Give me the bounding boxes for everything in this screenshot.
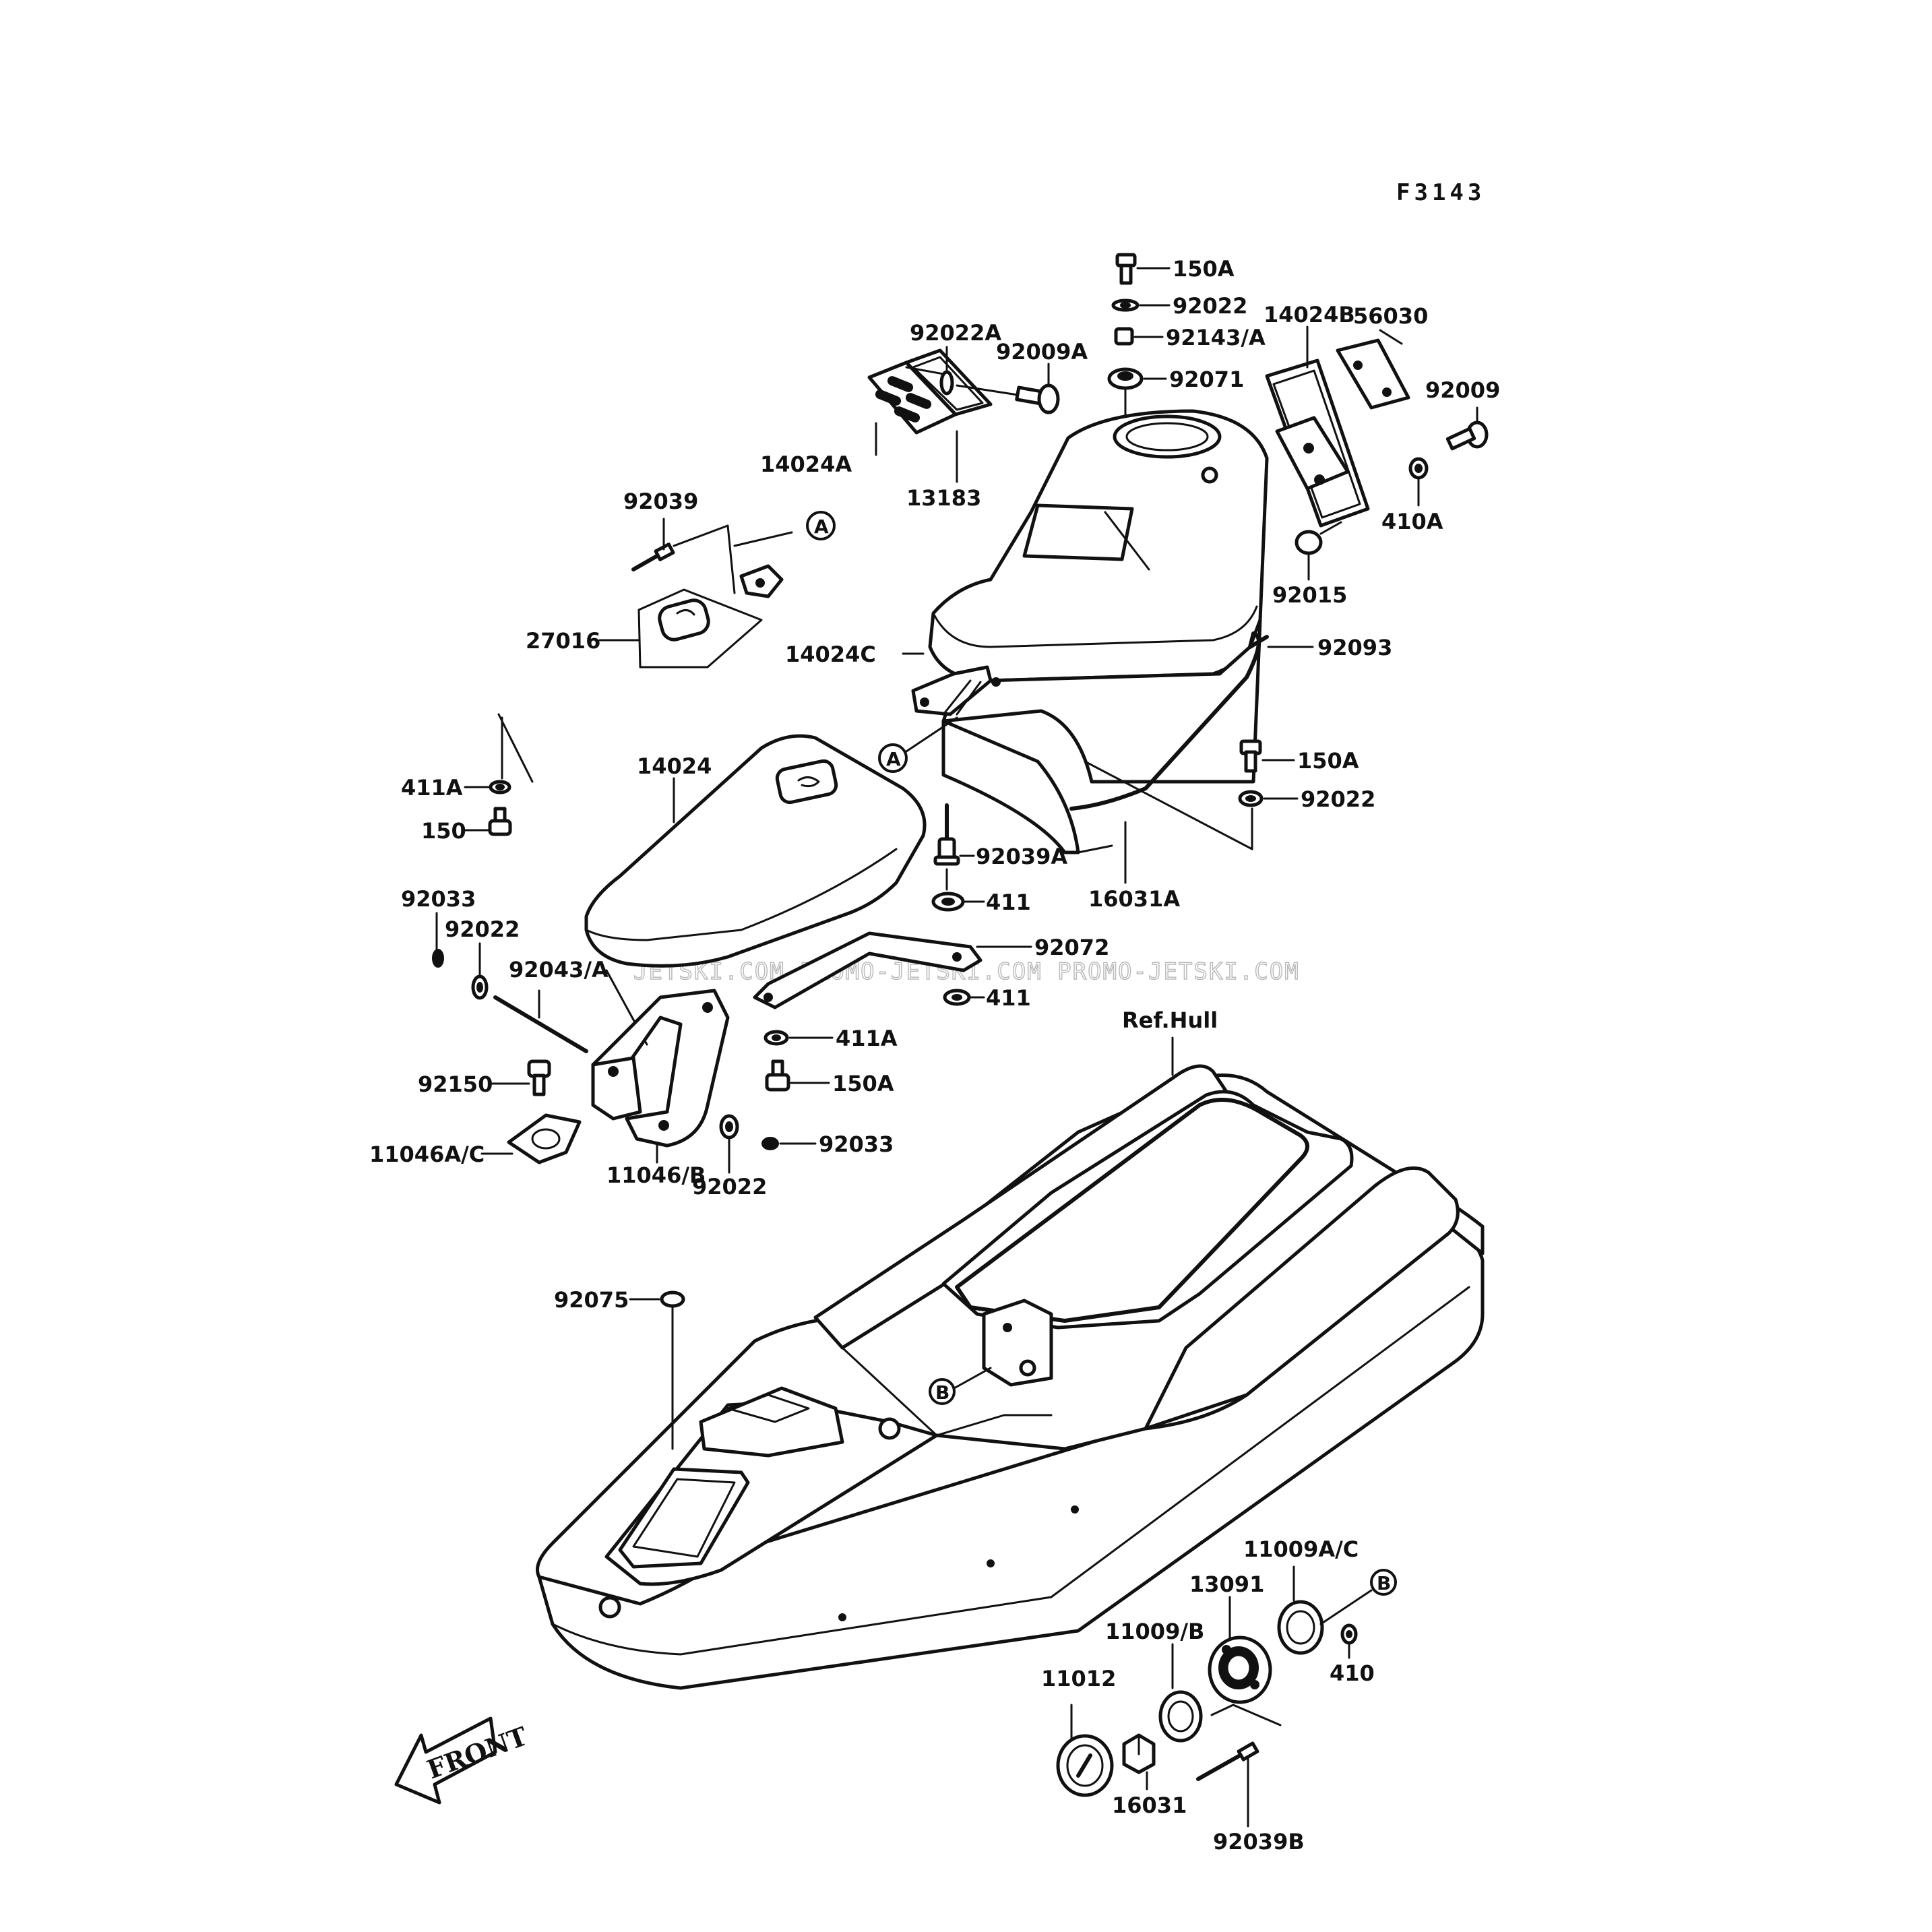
label-56030: 56030 — [1353, 303, 1428, 329]
label-ref-hull: Ref.Hull — [1122, 1007, 1218, 1033]
label-411-b: 411 — [986, 985, 1031, 1011]
svg-text:A: A — [814, 516, 829, 538]
clip-92033-left — [432, 949, 444, 968]
label-92039B: 92039B — [1213, 1829, 1305, 1855]
plug-92075 — [660, 1290, 685, 1308]
figure-code: F3143 — [1396, 179, 1485, 206]
label-92033-low: 92033 — [819, 1131, 894, 1157]
bracket-a — [911, 665, 1001, 716]
ring-11009AC — [1277, 1600, 1324, 1655]
label-410: 410 — [1330, 1660, 1375, 1686]
front-arrow-icon — [394, 1716, 497, 1805]
bolt-150-left — [488, 807, 512, 836]
label-92043A: 92043/A — [509, 957, 609, 983]
hull — [536, 1064, 1485, 1690]
collar-92143A — [1114, 327, 1134, 346]
clip-92033-low — [761, 1137, 779, 1150]
flange-13091 — [1208, 1635, 1272, 1704]
base-16031A — [941, 618, 1262, 854]
label-11046B: 11046/B — [606, 1162, 706, 1188]
label-411A-mid: 411A — [836, 1026, 898, 1051]
label-411-a: 411 — [986, 890, 1031, 915]
ref-marker-b-hull — [929, 1378, 956, 1405]
bracket-11046B — [591, 989, 730, 1148]
label-150A-mid: 150A — [1297, 748, 1359, 774]
label-plate-56030 — [1336, 338, 1410, 410]
label-92022-right: 92022 — [1301, 786, 1375, 812]
label-410A: 410A — [1381, 509, 1443, 534]
ref-marker-b-detail — [1370, 1569, 1397, 1596]
label-14024B: 14024B — [1264, 302, 1355, 328]
bolt-92150 — [527, 1059, 551, 1096]
ref-marker-a-lower — [878, 743, 908, 773]
label-14024A: 14024A — [760, 451, 852, 477]
label-27016: 27016 — [526, 628, 600, 654]
label-92150: 92150 — [418, 1071, 493, 1097]
cap-11012 — [1056, 1734, 1114, 1797]
label-11046AC: 11046A/C — [369, 1142, 485, 1167]
bolt-150A-low — [765, 1059, 790, 1092]
label-92009A: 92009A — [996, 339, 1088, 365]
label-92009: 92009 — [1425, 377, 1500, 403]
label-16031: 16031 — [1112, 1793, 1187, 1818]
label-92015: 92015 — [1272, 582, 1347, 608]
cap-27016 — [637, 588, 763, 668]
bolt-150A-mid — [1239, 739, 1262, 773]
label-13183: 13183 — [906, 485, 981, 511]
label-14024: 14024 — [637, 753, 712, 779]
rivet-92039 — [631, 542, 675, 571]
svg-text:B: B — [935, 1381, 949, 1404]
label-92039A: 92039A — [976, 844, 1067, 869]
screw-92009 — [1445, 420, 1489, 451]
seat-14024 — [584, 734, 927, 968]
label-411A-left: 411A — [401, 775, 463, 801]
label-13091: 13091 — [1189, 1571, 1264, 1597]
label-150A-low: 150A — [832, 1071, 894, 1096]
grille-14024A — [867, 361, 958, 435]
label-92022-low: 92022 — [692, 1174, 767, 1199]
label-92075: 92075 — [554, 1287, 629, 1313]
grommet-92015 — [1295, 521, 1342, 555]
seal-92093 — [1069, 631, 1269, 811]
bolt-150A-top — [1115, 253, 1137, 285]
svg-text:B: B — [1377, 1572, 1391, 1594]
svg-text:A: A — [886, 748, 901, 770]
label-92093: 92093 — [1317, 635, 1392, 660]
seal-11009B — [1158, 1690, 1203, 1743]
label-150A-top: 150A — [1173, 256, 1235, 282]
label-11009AC: 11009A/C — [1243, 1536, 1359, 1562]
rivet-92039A — [933, 803, 960, 866]
label-14024C: 14024C — [785, 642, 876, 667]
label-150-left: 150 — [421, 818, 466, 844]
label-92071: 92071 — [1169, 367, 1244, 392]
vent-14024B — [1265, 359, 1370, 528]
rivet-92039B — [1196, 1741, 1259, 1781]
screw-92009A — [1015, 383, 1060, 414]
plug-16031 — [1122, 1733, 1156, 1774]
ref-marker-a-upper — [806, 511, 836, 540]
label-92039: 92039 — [623, 489, 698, 514]
label-92022-left: 92022 — [445, 916, 520, 942]
rod-92043A — [493, 995, 588, 1053]
hood-14024C — [928, 409, 1269, 683]
label-92022-top: 92022 — [1173, 293, 1247, 319]
label-11012: 11012 — [1041, 1666, 1116, 1691]
plate-11046AC — [507, 1113, 582, 1164]
washer-92022A — [939, 370, 954, 396]
label-92033-left: 92033 — [401, 886, 476, 912]
bracket-92072 — [753, 931, 983, 1009]
gasket-13183 — [904, 348, 993, 416]
label-16031A: 16031A — [1088, 886, 1180, 912]
label-92143A: 92143/A — [1166, 325, 1266, 350]
label-92022A: 92022A — [910, 320, 1001, 346]
label-11009B: 11009/B — [1105, 1619, 1204, 1644]
label-92072: 92072 — [1034, 935, 1109, 960]
clip-bracket — [739, 564, 784, 598]
